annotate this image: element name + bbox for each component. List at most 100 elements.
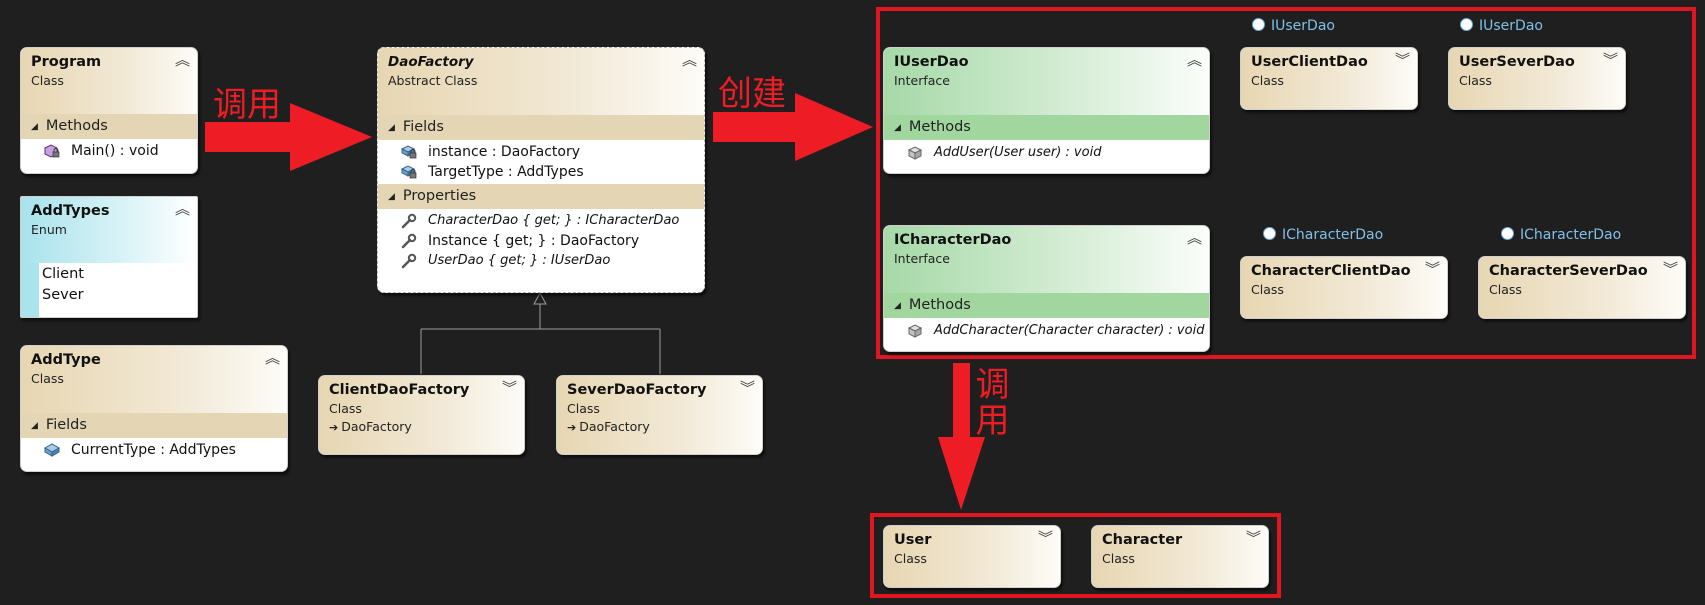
icharacterdao-method-addcharacter[interactable]: AddCharacter(Character character) : void [884, 321, 1209, 341]
daofactory-field-instance[interactable]: instance : DaoFactory [378, 142, 704, 162]
interface-method-icon [907, 324, 923, 338]
daofactory-properties-section[interactable]: ◢Properties [378, 184, 704, 209]
userseverdao-title: UserSeverDao [1459, 54, 1575, 70]
userclientdao-title: UserClientDao [1251, 54, 1368, 70]
arrow-factory-to-interfaces [713, 93, 873, 161]
addtype-field-currenttype[interactable]: CurrentType : AddTypes [21, 440, 287, 460]
characterseverdao-title: CharacterSeverDao [1489, 263, 1648, 279]
collapse-icon[interactable]: ︽ [681, 51, 697, 69]
expand-icon[interactable]: ︾ [1394, 51, 1410, 69]
expand-icon[interactable]: ︾ [1037, 529, 1053, 547]
daofactory-property-instance[interactable]: Instance { get; } : DaoFactory [378, 231, 704, 251]
userclientdao-implements-lollipop: IUserDao [1252, 18, 1335, 34]
daofactory-property-characterdao[interactable]: CharacterDao { get; } : ICharacterDao [378, 211, 704, 231]
annotation-call-left: 调用 [213, 85, 281, 125]
expand-icon[interactable]: ︾ [1662, 260, 1678, 278]
addtypes-title: AddTypes [31, 203, 110, 219]
enum-value-client[interactable]: Client [42, 266, 84, 282]
interfaces-highlight-box [876, 7, 1696, 359]
program-method-main[interactable]: Main() : void [21, 141, 197, 161]
characterclientdao-stereotype: Class [1251, 282, 1284, 297]
daofactory-fields-section[interactable]: ◢Fields [378, 115, 704, 140]
collapse-icon[interactable]: ︽ [1186, 229, 1202, 247]
severdaofactory-title: SeverDaoFactory [567, 382, 707, 398]
addtypes-enum-card[interactable]: AddTypes Enum ︽ Client Sever [20, 196, 198, 318]
program-class-card[interactable]: Program Class ︽ ◢Methods Main() : void [20, 47, 198, 174]
characterseverdao-stereotype: Class [1489, 282, 1522, 297]
interface-lollipop-icon [1252, 18, 1265, 31]
private-field-icon [400, 145, 417, 159]
section-collapse-icon: ◢ [894, 123, 901, 133]
field-icon [43, 443, 61, 457]
inheritance-connector [420, 291, 661, 374]
severdaofactory-stereotype: Class [567, 401, 600, 416]
program-methods-section[interactable]: ◢Methods [21, 114, 197, 139]
addtype-fields-section[interactable]: ◢Fields [21, 413, 287, 438]
program-title: Program [31, 54, 102, 70]
daofactory-title: DaoFactory [388, 54, 474, 70]
user-class-card[interactable]: User Class ︾ [883, 525, 1061, 588]
characterseverdao-implements-lollipop: ICharacterDao [1501, 227, 1621, 243]
enum-value-sever[interactable]: Sever [42, 287, 84, 303]
arrow-program-to-factory [205, 103, 372, 171]
section-collapse-icon: ◢ [894, 301, 901, 311]
iuserdao-stereotype: Interface [894, 73, 950, 88]
section-collapse-icon: ◢ [31, 122, 38, 132]
user-stereotype: Class [894, 551, 927, 566]
daofactory-property-userdao[interactable]: UserDao { get; } : IUserDao [378, 251, 704, 271]
icharacterdao-title: ICharacterDao [894, 232, 1012, 248]
clientdaofactory-title: ClientDaoFactory [329, 382, 470, 398]
icharacterdao-methods-section[interactable]: ◢Methods [884, 293, 1209, 318]
iuserdao-title: IUserDao [894, 54, 969, 70]
characterclientdao-title: CharacterClientDao [1251, 263, 1411, 279]
wrench-icon [401, 213, 417, 229]
characterclientdao-implements-lollipop: ICharacterDao [1263, 227, 1383, 243]
characterclientdao-class-card[interactable]: CharacterClientDao Class ︾ [1240, 256, 1448, 319]
iuserdao-methods-section[interactable]: ◢Methods [884, 115, 1209, 140]
expand-icon[interactable]: ︾ [501, 379, 517, 397]
expand-icon[interactable]: ︾ [1424, 260, 1440, 278]
private-method-icon [44, 144, 60, 158]
arrow-interfaces-to-entities [938, 363, 985, 510]
user-title: User [894, 532, 932, 548]
character-class-card[interactable]: Character Class ︾ [1091, 525, 1269, 588]
annotation-call-down: 调用 [969, 366, 1009, 438]
collapse-icon[interactable]: ︽ [174, 51, 190, 69]
program-stereotype: Class [31, 73, 64, 88]
clientdaofactory-class-card[interactable]: ClientDaoFactory Class ➔DaoFactory ︾ [318, 375, 525, 455]
wrench-icon [401, 233, 417, 249]
icharacterdao-interface-card[interactable]: ICharacterDao Interface ︽ ◢Methods AddCh… [883, 225, 1210, 352]
section-collapse-icon: ◢ [388, 123, 395, 133]
userclientdao-class-card[interactable]: UserClientDao Class ︾ [1240, 47, 1418, 110]
userseverdao-stereotype: Class [1459, 73, 1492, 88]
addtypes-values: Client Sever [21, 263, 197, 317]
addtype-class-card[interactable]: AddType Class ︽ ◢Fields CurrentType : Ad… [20, 345, 288, 472]
wrench-icon [401, 253, 417, 269]
daofactory-field-targettype[interactable]: TargetType : AddTypes [378, 162, 704, 182]
addtype-title: AddType [31, 352, 101, 368]
collapse-icon[interactable]: ︽ [174, 200, 190, 218]
daofactory-abstract-class-card[interactable]: DaoFactory Abstract Class ︽ ◢Fields inst… [377, 47, 705, 293]
iuserdao-interface-card[interactable]: IUserDao Interface ︽ ◢Methods AddUser(Us… [883, 47, 1210, 174]
collapse-icon[interactable]: ︽ [1186, 51, 1202, 69]
collapse-icon[interactable]: ︽ [264, 349, 280, 367]
clientdaofactory-stereotype: Class [329, 401, 362, 416]
characterseverdao-class-card[interactable]: CharacterSeverDao Class ︾ [1478, 256, 1686, 319]
interface-lollipop-icon [1501, 227, 1514, 240]
severdaofactory-class-card[interactable]: SeverDaoFactory Class ➔DaoFactory ︾ [556, 375, 763, 455]
entities-highlight-box [870, 513, 1281, 598]
interface-lollipop-icon [1460, 18, 1473, 31]
private-field-icon [400, 165, 417, 179]
userseverdao-implements-lollipop: IUserDao [1460, 18, 1543, 34]
section-collapse-icon: ◢ [31, 421, 38, 431]
icharacterdao-stereotype: Interface [894, 251, 950, 266]
iuserdao-method-adduser[interactable]: AddUser(User user) : void [884, 143, 1209, 163]
addtypes-stereotype: Enum [31, 222, 67, 237]
expand-icon[interactable]: ︾ [1602, 51, 1618, 69]
userclientdao-stereotype: Class [1251, 73, 1284, 88]
expand-icon[interactable]: ︾ [739, 379, 755, 397]
userseverdao-class-card[interactable]: UserSeverDao Class ︾ [1448, 47, 1626, 110]
clientdaofactory-base: ➔DaoFactory [329, 419, 412, 434]
expand-icon[interactable]: ︾ [1245, 529, 1261, 547]
